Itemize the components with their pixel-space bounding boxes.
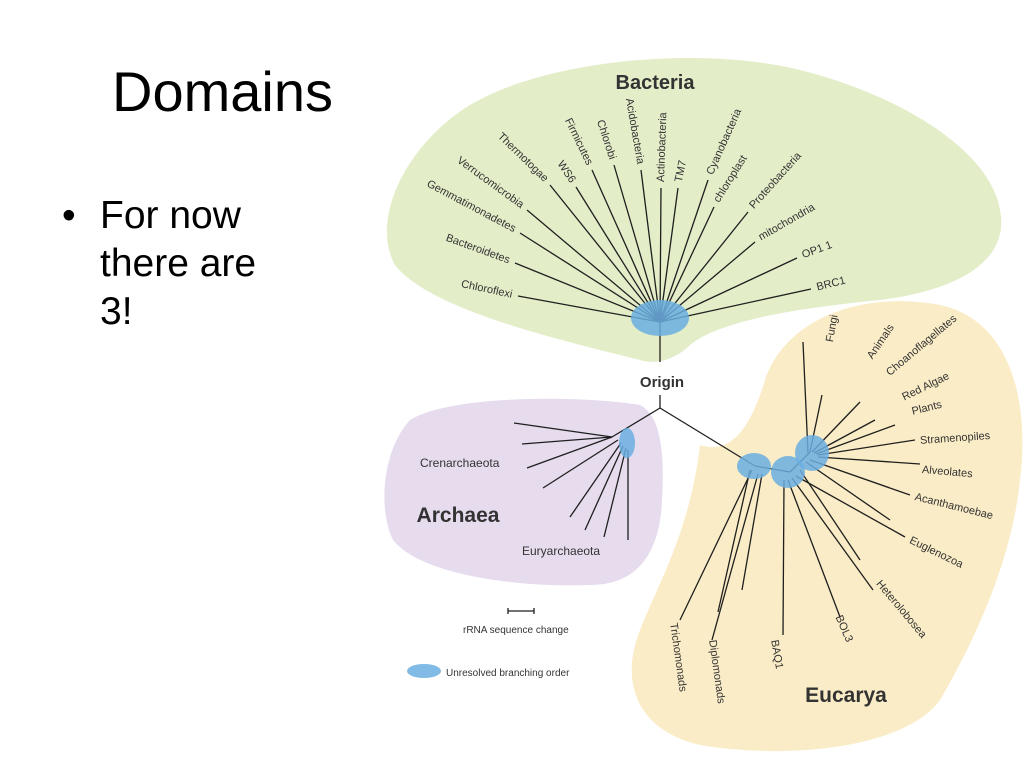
- eucarya-unresolved-node-a: [737, 453, 771, 479]
- eucarya-trunk: [659, 407, 756, 467]
- branch-diplomonads: [711, 473, 759, 641]
- taxon-label-actinobacteria: Actinobacteria: [655, 111, 669, 182]
- taxon-label-alveolates: Alveolates: [921, 464, 973, 480]
- archaea-trunk: [611, 407, 661, 438]
- bullet-text: For now there are 3!: [100, 194, 257, 333]
- root-label: Origin: [640, 374, 684, 391]
- unresolved-nodes: [619, 300, 829, 488]
- bacteria-unresolved-node: [631, 300, 689, 336]
- branch-acidobacteria: [640, 169, 661, 323]
- branch-euglenozoa: [795, 475, 906, 538]
- taxon-label-crenarchaeota: Crenarchaeota: [420, 456, 500, 470]
- archaea-branch-5: [569, 442, 622, 518]
- legend-unresolved-label: Unresolved branching order: [446, 668, 570, 679]
- tree-of-life-diagram: ChloroflexiBacteroidetesGemmatimonadetes…: [384, 57, 1023, 752]
- archaea-unresolved-node: [619, 428, 635, 458]
- taxon-label-tm7: TM7: [673, 159, 689, 183]
- branch-thermotogae: [549, 184, 661, 323]
- archaea-branch-1: [513, 422, 613, 438]
- branch-actinobacteria: [659, 187, 662, 323]
- eucarya-branch-extra-2: [741, 473, 763, 591]
- bullet-list: • For now there are 3!: [62, 192, 302, 336]
- branch-stramenopiles: [817, 439, 916, 456]
- eucarya-branch-extra-4: [805, 461, 891, 521]
- eucarya-branch-extra-1: [717, 469, 751, 613]
- eucarya-unresolved-node-b: [771, 456, 805, 488]
- legend: rRNA sequence change Unresolved branchin…: [407, 608, 570, 679]
- branch-gemmatimonadetes: [519, 232, 661, 323]
- branch-plants: [815, 424, 896, 455]
- slide-title: Domains: [112, 60, 333, 123]
- branch-chlorobi: [613, 164, 661, 323]
- branch-bol3: [787, 479, 841, 618]
- eucarya-unresolved-node-c: [795, 435, 829, 471]
- branch-firmicutes: [591, 169, 661, 323]
- bacteria-branches: [514, 164, 812, 323]
- bacteria-region: [386, 57, 1002, 362]
- legend-unresolved-swatch: [407, 664, 441, 678]
- archaea-branches: [513, 422, 629, 540]
- archaea-branch-6: [584, 445, 624, 531]
- branch-acanthamoebae: [809, 459, 911, 496]
- branch-verrucomicrobia: [526, 209, 661, 323]
- taxon-label-fungi: Fungi: [824, 314, 841, 343]
- archaea-branch-3: [526, 436, 613, 469]
- branch-fungi: [802, 341, 809, 454]
- scale-bar-label: rRNA sequence change: [463, 625, 569, 636]
- taxon-label-baq1: BAQ1: [768, 639, 785, 670]
- branch-heterolobosea: [791, 477, 874, 591]
- branch-ws6: [575, 186, 661, 323]
- eucarya-branch-extra-3: [799, 469, 861, 561]
- archaea-branch-4: [542, 439, 619, 489]
- domain-label-archaea: Archaea: [417, 504, 500, 527]
- archaea-branch-2: [521, 436, 613, 445]
- branch-trichomonads: [679, 469, 753, 621]
- domain-label-eucarya: Eucarya: [805, 684, 887, 707]
- domain-label-bacteria: Bacteria: [616, 72, 696, 94]
- taxon-label-stramenopiles: Stramenopiles: [920, 430, 991, 447]
- branch-tm7: [659, 187, 679, 323]
- branch-cyanobacteria: [659, 179, 709, 323]
- branch-baq1: [782, 479, 785, 636]
- archaea-region: [384, 398, 663, 586]
- eucarya-branches: [679, 341, 921, 641]
- archaea-branch-7: [603, 447, 627, 538]
- bullet-marker: •: [62, 194, 76, 237]
- branch-alveolates: [817, 456, 921, 465]
- taxon-label-euryarchaeota: Euryarchaeota: [522, 544, 600, 558]
